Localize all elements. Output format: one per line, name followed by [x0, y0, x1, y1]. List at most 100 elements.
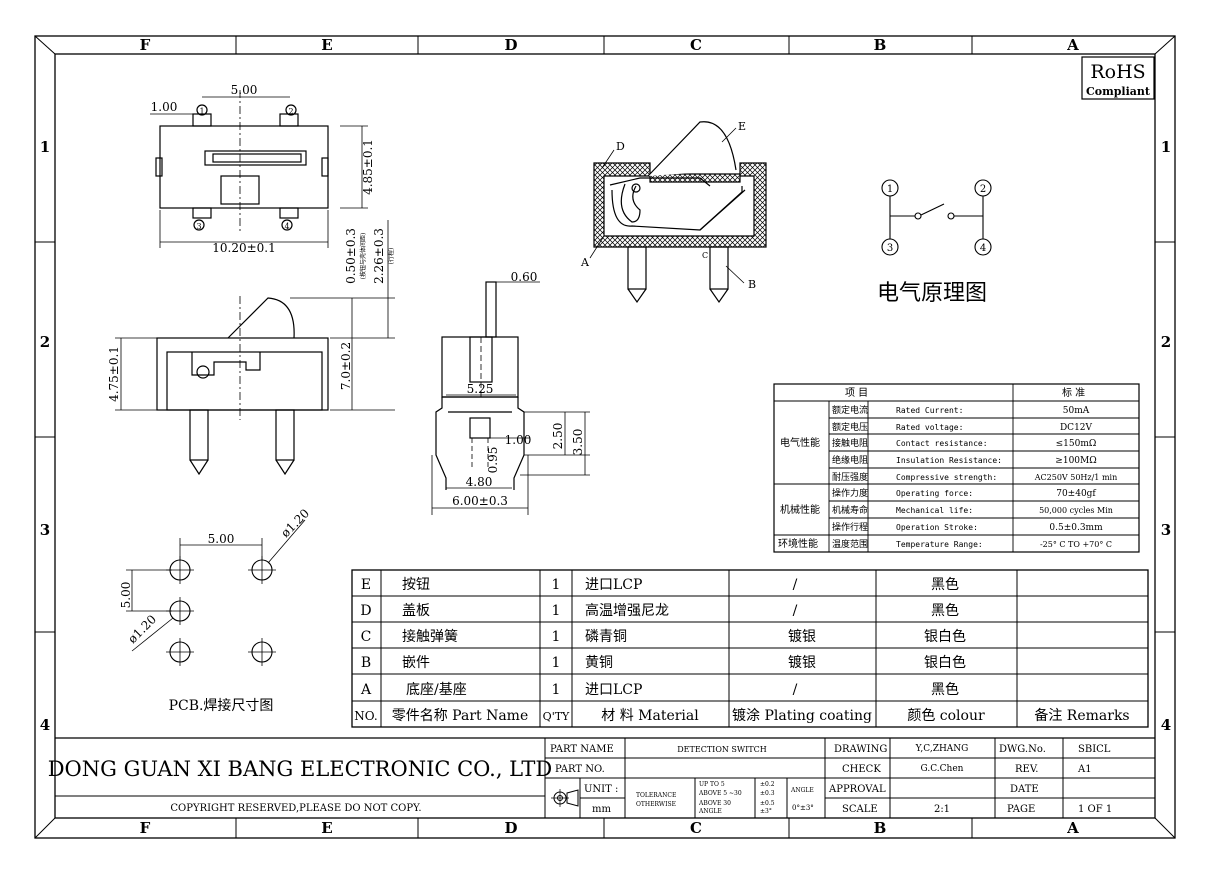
col-label-bottom: D — [504, 819, 517, 837]
section-label: A — [580, 256, 590, 269]
spec-val: 70±40gf — [1056, 489, 1096, 499]
bom-qty: 1 — [552, 682, 561, 698]
spec-group: 机械性能 — [780, 503, 820, 516]
spec-val: 50mA — [1063, 406, 1090, 416]
row-label-left: 4 — [40, 716, 50, 734]
spec-en: Insulation Resistance: — [896, 456, 1002, 465]
part-name-value: DETECTION SWITCH — [677, 745, 766, 754]
pin-label: 3 — [196, 222, 201, 231]
bom-colour: 黑色 — [931, 576, 959, 593]
approval-label: APPROVAL — [828, 784, 886, 795]
title-block — [55, 737, 1155, 818]
col-label-bottom: F — [140, 819, 151, 837]
dim-end-small: 0.95 — [486, 447, 500, 474]
pcb-dim-vert: 5.00 — [119, 582, 133, 609]
schematic-pin: 3 — [887, 243, 893, 254]
bom-name: 底座/基座 — [406, 681, 467, 698]
end-view — [431, 281, 590, 515]
bom-colour: 黑色 — [931, 602, 959, 619]
spec-cn: 绝缘电阻 — [832, 454, 868, 466]
section-view — [589, 121, 767, 304]
pin-label: 1 — [199, 107, 204, 116]
row-label-left: 3 — [40, 521, 50, 539]
dim-side-stroke: 2.26±0.3 — [372, 228, 386, 284]
schematic-pin: 2 — [980, 184, 986, 195]
pcb-dim-hole: ø1.20 — [125, 612, 159, 646]
tol-angle-value: ±3° — [760, 808, 772, 815]
dwg-no-label: DWG.No. — [999, 744, 1046, 755]
col-label-top: B — [874, 36, 887, 54]
spec-val: 0.5±0.3mm — [1049, 523, 1103, 533]
bom-qty: 1 — [552, 629, 561, 645]
col-label-bottom: A — [1066, 819, 1079, 837]
tol-value: ±0.5 — [760, 800, 775, 807]
dim-top-pin: 1.00 — [151, 100, 178, 114]
spec-en: Operation Stroke: — [896, 523, 978, 532]
tolerance-label: TOLERANCE — [636, 792, 676, 799]
row-label-right: 3 — [1161, 521, 1171, 539]
spec-val: AC250V 50Hz/1 min — [1034, 473, 1117, 482]
part-name-label: PART NAME — [550, 744, 614, 755]
drawing-value: Y,C,ZHANG — [915, 744, 969, 754]
col-label-bottom: E — [321, 819, 332, 837]
pin-label: 2 — [288, 107, 293, 116]
bom-colour: 黑色 — [931, 681, 959, 698]
drawing-label: DRAWING — [834, 744, 887, 755]
spec-cn: 额定电压 — [832, 421, 868, 433]
bom-no: C — [361, 629, 372, 645]
spec-header: 项 目 — [845, 387, 868, 399]
bom-plating: / — [793, 603, 798, 619]
svg-text:Compliant: Compliant — [1086, 85, 1151, 98]
side-view — [115, 220, 395, 476]
scale-label: SCALE — [842, 804, 878, 815]
section-label: C — [702, 251, 708, 260]
svg-text:RoHS: RoHS — [1090, 61, 1145, 83]
bom-header-remarks: 备注 Remarks — [1034, 707, 1129, 724]
page-value: 1 OF 1 — [1078, 804, 1112, 815]
copyright-note: COPYRIGHT RESERVED,PLEASE DO NOT COPY. — [170, 803, 421, 814]
bom-no: D — [360, 603, 371, 619]
dim-end-h2: 3.50 — [571, 429, 585, 456]
spec-cn: 操作力度 — [832, 487, 868, 499]
spec-header: 标 准 — [1062, 387, 1085, 399]
pcb-title: PCB.焊接尺寸图 — [169, 697, 274, 714]
bom-qty: 1 — [552, 655, 561, 671]
check-label: CHECK — [842, 764, 881, 775]
bom-name: 接触弹簧 — [402, 628, 458, 645]
page-label: PAGE — [1007, 804, 1035, 815]
angle-value: 0°±3° — [792, 804, 814, 812]
dim-end-top: 0.60 — [511, 270, 538, 284]
tol-range: UP TO 5 — [699, 781, 725, 788]
bom-material: 高温增强尼龙 — [585, 602, 669, 619]
rev-label: REV. — [1015, 764, 1038, 775]
angle-label: ANGLE — [790, 787, 814, 794]
section-label: D — [616, 140, 625, 153]
bom-no: E — [361, 577, 371, 593]
bom-plating: 镀银 — [788, 654, 816, 671]
otherwise-label: OTHERWISE — [636, 801, 676, 808]
tol-range: ABOVE 5 ~30 — [698, 790, 742, 797]
spec-val: DC12V — [1060, 423, 1093, 433]
rohs-badge: RoHS Compliant — [1081, 56, 1155, 100]
col-label-bottom: C — [690, 819, 702, 837]
dim-end-width: 1.00 — [505, 433, 532, 447]
spec-table — [773, 383, 1140, 553]
col-label-bottom: B — [874, 819, 887, 837]
spec-en: Operating force: — [896, 489, 973, 498]
dim-top-width: 10.20±0.1 — [212, 241, 276, 255]
spec-val: -25° C TO +70° C — [1040, 540, 1112, 549]
schematic-pin: 4 — [980, 243, 986, 254]
schematic — [881, 179, 992, 256]
date-label: DATE — [1010, 784, 1039, 795]
bom-header-material: 材 料 Material — [601, 708, 699, 724]
schematic-title: 电气原理图 — [877, 281, 987, 306]
tol-angle-label: ANGLE — [698, 808, 722, 815]
top-view — [150, 90, 368, 248]
col-label-top: F — [140, 36, 151, 54]
spec-en: Temperature Range: — [896, 540, 983, 549]
spec-val: ≥100MΩ — [1055, 456, 1096, 466]
pcb-dim-pitch: 5.00 — [208, 532, 235, 546]
bom-no: A — [360, 682, 372, 698]
bom-name: 嵌件 — [402, 655, 430, 671]
